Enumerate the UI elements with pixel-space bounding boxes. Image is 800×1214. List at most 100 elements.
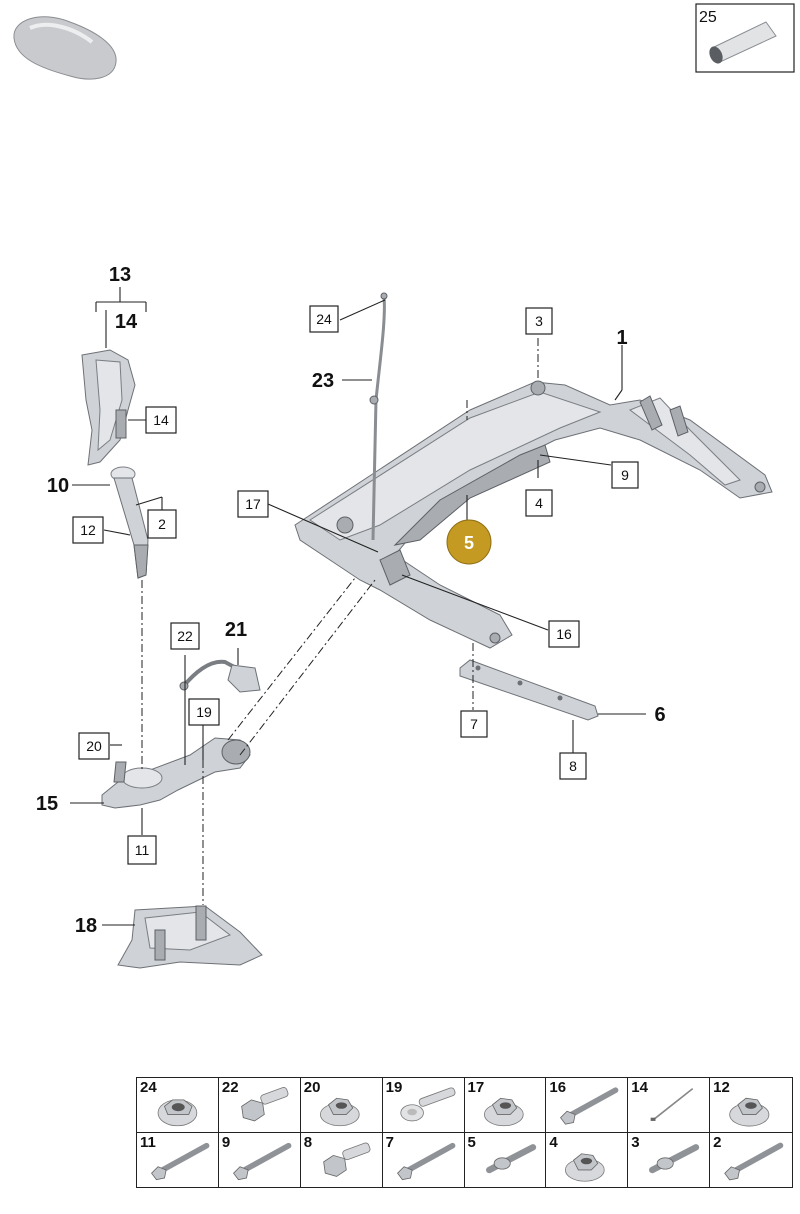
- fastener-number: 17: [467, 1079, 485, 1096]
- stud-bolt-icon: [649, 1143, 700, 1173]
- svg-text:14: 14: [115, 311, 138, 333]
- svg-text:11: 11: [135, 842, 150, 858]
- fastener-cell-5[interactable]: 5: [465, 1132, 547, 1187]
- collar-nut-icon: [729, 1097, 770, 1127]
- callout-16[interactable]: 16: [548, 620, 580, 648]
- long-bolt-icon: [232, 1142, 292, 1180]
- underbody-guard: [117, 905, 263, 969]
- front-axle-subframe: [294, 380, 773, 649]
- fastener-number: 20: [303, 1079, 321, 1096]
- callout-12[interactable]: 12: [72, 516, 104, 544]
- fastener-number: 3: [631, 1133, 640, 1151]
- callout-6[interactable]: 6: [654, 704, 665, 726]
- washer-bolt-icon: [400, 1087, 456, 1122]
- long-bolt-icon: [151, 1142, 210, 1180]
- fastener-cell-14[interactable]: 14: [628, 1078, 711, 1133]
- svg-text:8: 8: [569, 758, 577, 774]
- svg-text:5: 5: [464, 533, 474, 553]
- svg-text:21: 21: [225, 619, 247, 641]
- callout-14[interactable]: 14: [145, 406, 177, 434]
- svg-text:23: 23: [312, 370, 334, 392]
- svg-text:3: 3: [535, 313, 543, 329]
- fastener-cell-20[interactable]: 20: [300, 1078, 383, 1133]
- svg-text:14: 14: [153, 412, 169, 428]
- fastener-number: 14: [631, 1079, 648, 1096]
- callout-5-highlight[interactable]: 5: [446, 519, 492, 565]
- svg-text:22: 22: [177, 628, 193, 644]
- svg-text:20: 20: [86, 738, 102, 754]
- svg-text:1: 1: [616, 327, 627, 349]
- svg-text:24: 24: [316, 311, 332, 327]
- callout-3[interactable]: 3: [525, 307, 553, 335]
- reinforcement-plate: [459, 659, 599, 721]
- fastener-number: 9: [221, 1133, 231, 1151]
- callout-25-label: 25: [699, 9, 717, 26]
- hex-bolt-icon: [241, 1087, 289, 1122]
- callout-14-group[interactable]: 14: [115, 311, 138, 333]
- fastener-cell-24[interactable]: 24: [137, 1078, 219, 1133]
- callout-1[interactable]: 1: [616, 327, 627, 349]
- callout-15[interactable]: 15: [36, 793, 58, 815]
- fastener-number: 12: [713, 1079, 730, 1096]
- collar-nut-icon: [319, 1097, 360, 1127]
- collar-nut-icon: [483, 1097, 524, 1127]
- fastener-cell-17[interactable]: 17: [464, 1078, 547, 1133]
- callout-23[interactable]: 23: [312, 370, 334, 392]
- svg-text:13: 13: [109, 264, 131, 286]
- level-sensor-link-rod: [369, 292, 388, 541]
- fastener-cell-16[interactable]: 16: [546, 1078, 629, 1133]
- fastener-cell-22[interactable]: 22: [218, 1078, 301, 1133]
- lower-control-arm: [101, 737, 251, 809]
- svg-text:18: 18: [75, 915, 97, 937]
- callout-10[interactable]: 10: [47, 475, 69, 497]
- fastener-cell-8[interactable]: 8: [301, 1132, 383, 1187]
- fastener-number: 4: [549, 1133, 558, 1151]
- fastener-number: 5: [467, 1133, 476, 1151]
- svg-text:15: 15: [36, 793, 58, 815]
- fastener-cell-2[interactable]: 2: [710, 1133, 792, 1188]
- fastener-cell-19[interactable]: 19: [382, 1078, 465, 1133]
- svg-text:17: 17: [245, 496, 261, 512]
- callout-19[interactable]: 19: [188, 698, 220, 726]
- callout-13[interactable]: 13: [109, 264, 131, 286]
- fastener-number: 7: [385, 1133, 394, 1151]
- callout-11[interactable]: 11: [127, 835, 157, 865]
- long-bolt-icon: [724, 1142, 784, 1180]
- callout-17[interactable]: 17: [237, 490, 269, 518]
- callout-18[interactable]: 18: [75, 915, 97, 937]
- hex-bolt-icon: [322, 1142, 371, 1177]
- collar-nut-icon: [565, 1152, 606, 1182]
- fastener-cell-12[interactable]: 12: [710, 1078, 792, 1133]
- svg-text:6: 6: [654, 704, 665, 726]
- callout-2[interactable]: 2: [147, 509, 177, 539]
- callout-7[interactable]: 7: [460, 710, 488, 738]
- stud-bolt-icon: [485, 1143, 536, 1173]
- ride-height-sensor: [179, 659, 261, 693]
- callout-20[interactable]: 20: [78, 732, 110, 760]
- leader-lines: [70, 287, 646, 926]
- fastener-cell-9[interactable]: 9: [219, 1132, 301, 1187]
- fastener-number: 2: [713, 1133, 722, 1151]
- fastener-cell-3[interactable]: 3: [628, 1132, 711, 1187]
- callout-22[interactable]: 22: [170, 622, 200, 650]
- callout-25-box[interactable]: 25: [695, 3, 795, 73]
- fastener-cell-7[interactable]: 7: [383, 1132, 465, 1187]
- callout-4[interactable]: 4: [525, 489, 553, 517]
- svg-text:16: 16: [556, 626, 572, 642]
- callout-21[interactable]: 21: [225, 619, 247, 641]
- heat-shield-bracket: [81, 349, 136, 466]
- fastener-number: 8: [303, 1133, 313, 1151]
- svg-text:2: 2: [158, 516, 166, 532]
- fastener-number: 11: [140, 1133, 156, 1151]
- callout-9[interactable]: 9: [611, 461, 639, 489]
- fastener-cell-4[interactable]: 4: [546, 1132, 629, 1187]
- fastener-cell-11[interactable]: 11: [137, 1132, 219, 1187]
- long-bolt-icon: [560, 1087, 619, 1125]
- strut-link: [110, 466, 149, 579]
- svg-text:9: 9: [621, 467, 629, 483]
- callout-8[interactable]: 8: [559, 752, 587, 780]
- cable-tie-icon: [650, 1087, 694, 1121]
- fastener-number: 19: [385, 1079, 403, 1096]
- callout-24[interactable]: 24: [309, 305, 339, 333]
- fastener-number: 16: [549, 1079, 567, 1096]
